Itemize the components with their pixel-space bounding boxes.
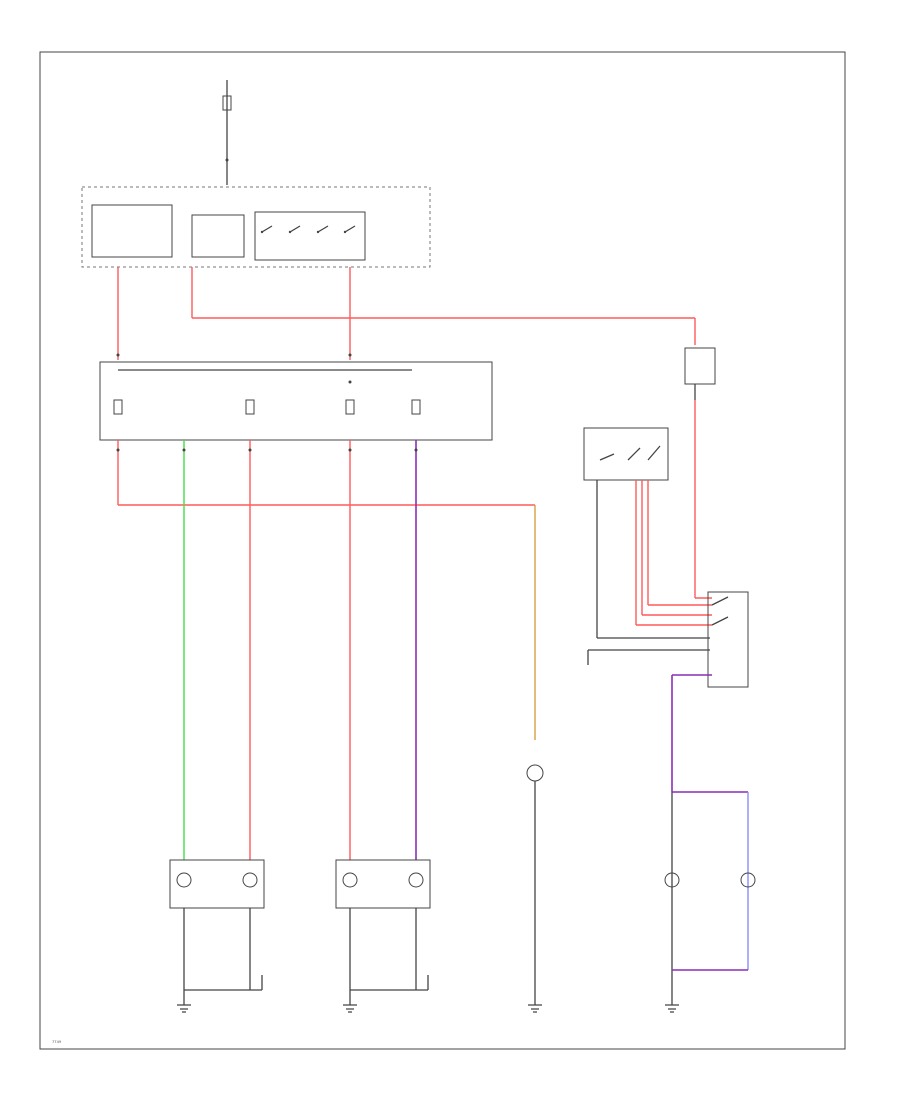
ground-icon xyxy=(177,1004,191,1013)
fuse-icon xyxy=(245,399,255,415)
relay-switch-icon xyxy=(91,204,173,258)
lamp-icon xyxy=(664,872,680,888)
relay-switch-icon xyxy=(191,214,245,258)
right-headlamp xyxy=(335,859,431,1013)
relay-switch-icon xyxy=(583,427,669,481)
switch-output-wires xyxy=(117,267,696,360)
lamp-feed-wires xyxy=(117,440,536,860)
connector-icon xyxy=(116,353,418,452)
headlight-switch-module xyxy=(81,186,431,268)
fuse-relay-box xyxy=(99,361,493,441)
fuse-icon xyxy=(411,399,421,415)
ground-icon xyxy=(528,1004,542,1013)
lamp-icon xyxy=(526,764,544,782)
fuse-icon xyxy=(113,399,123,415)
footer-code: 7749 xyxy=(52,1040,62,1044)
relay-switch-icon xyxy=(684,347,716,385)
power-source-fuse xyxy=(222,80,232,185)
right-relay xyxy=(684,347,716,598)
fuse-icon xyxy=(222,95,232,111)
ground-icon xyxy=(665,1004,679,1013)
high-beam-indicator xyxy=(526,764,544,1013)
flash-switch xyxy=(587,591,749,792)
ground-icon xyxy=(343,1004,357,1013)
aux-lamp-loop xyxy=(664,791,756,1013)
lamp-icon xyxy=(176,872,192,888)
lamp-icon xyxy=(408,872,424,888)
diagram-border xyxy=(39,51,846,1050)
relay-switch-icon xyxy=(707,591,749,688)
left-headlamp xyxy=(169,859,265,1013)
lamp-icon xyxy=(242,872,258,888)
dimmer-switch xyxy=(583,427,712,639)
lamp-icon xyxy=(740,872,756,888)
lamp-icon xyxy=(342,872,358,888)
relay-switch-icon xyxy=(254,211,366,261)
fuse-icon xyxy=(345,399,355,415)
